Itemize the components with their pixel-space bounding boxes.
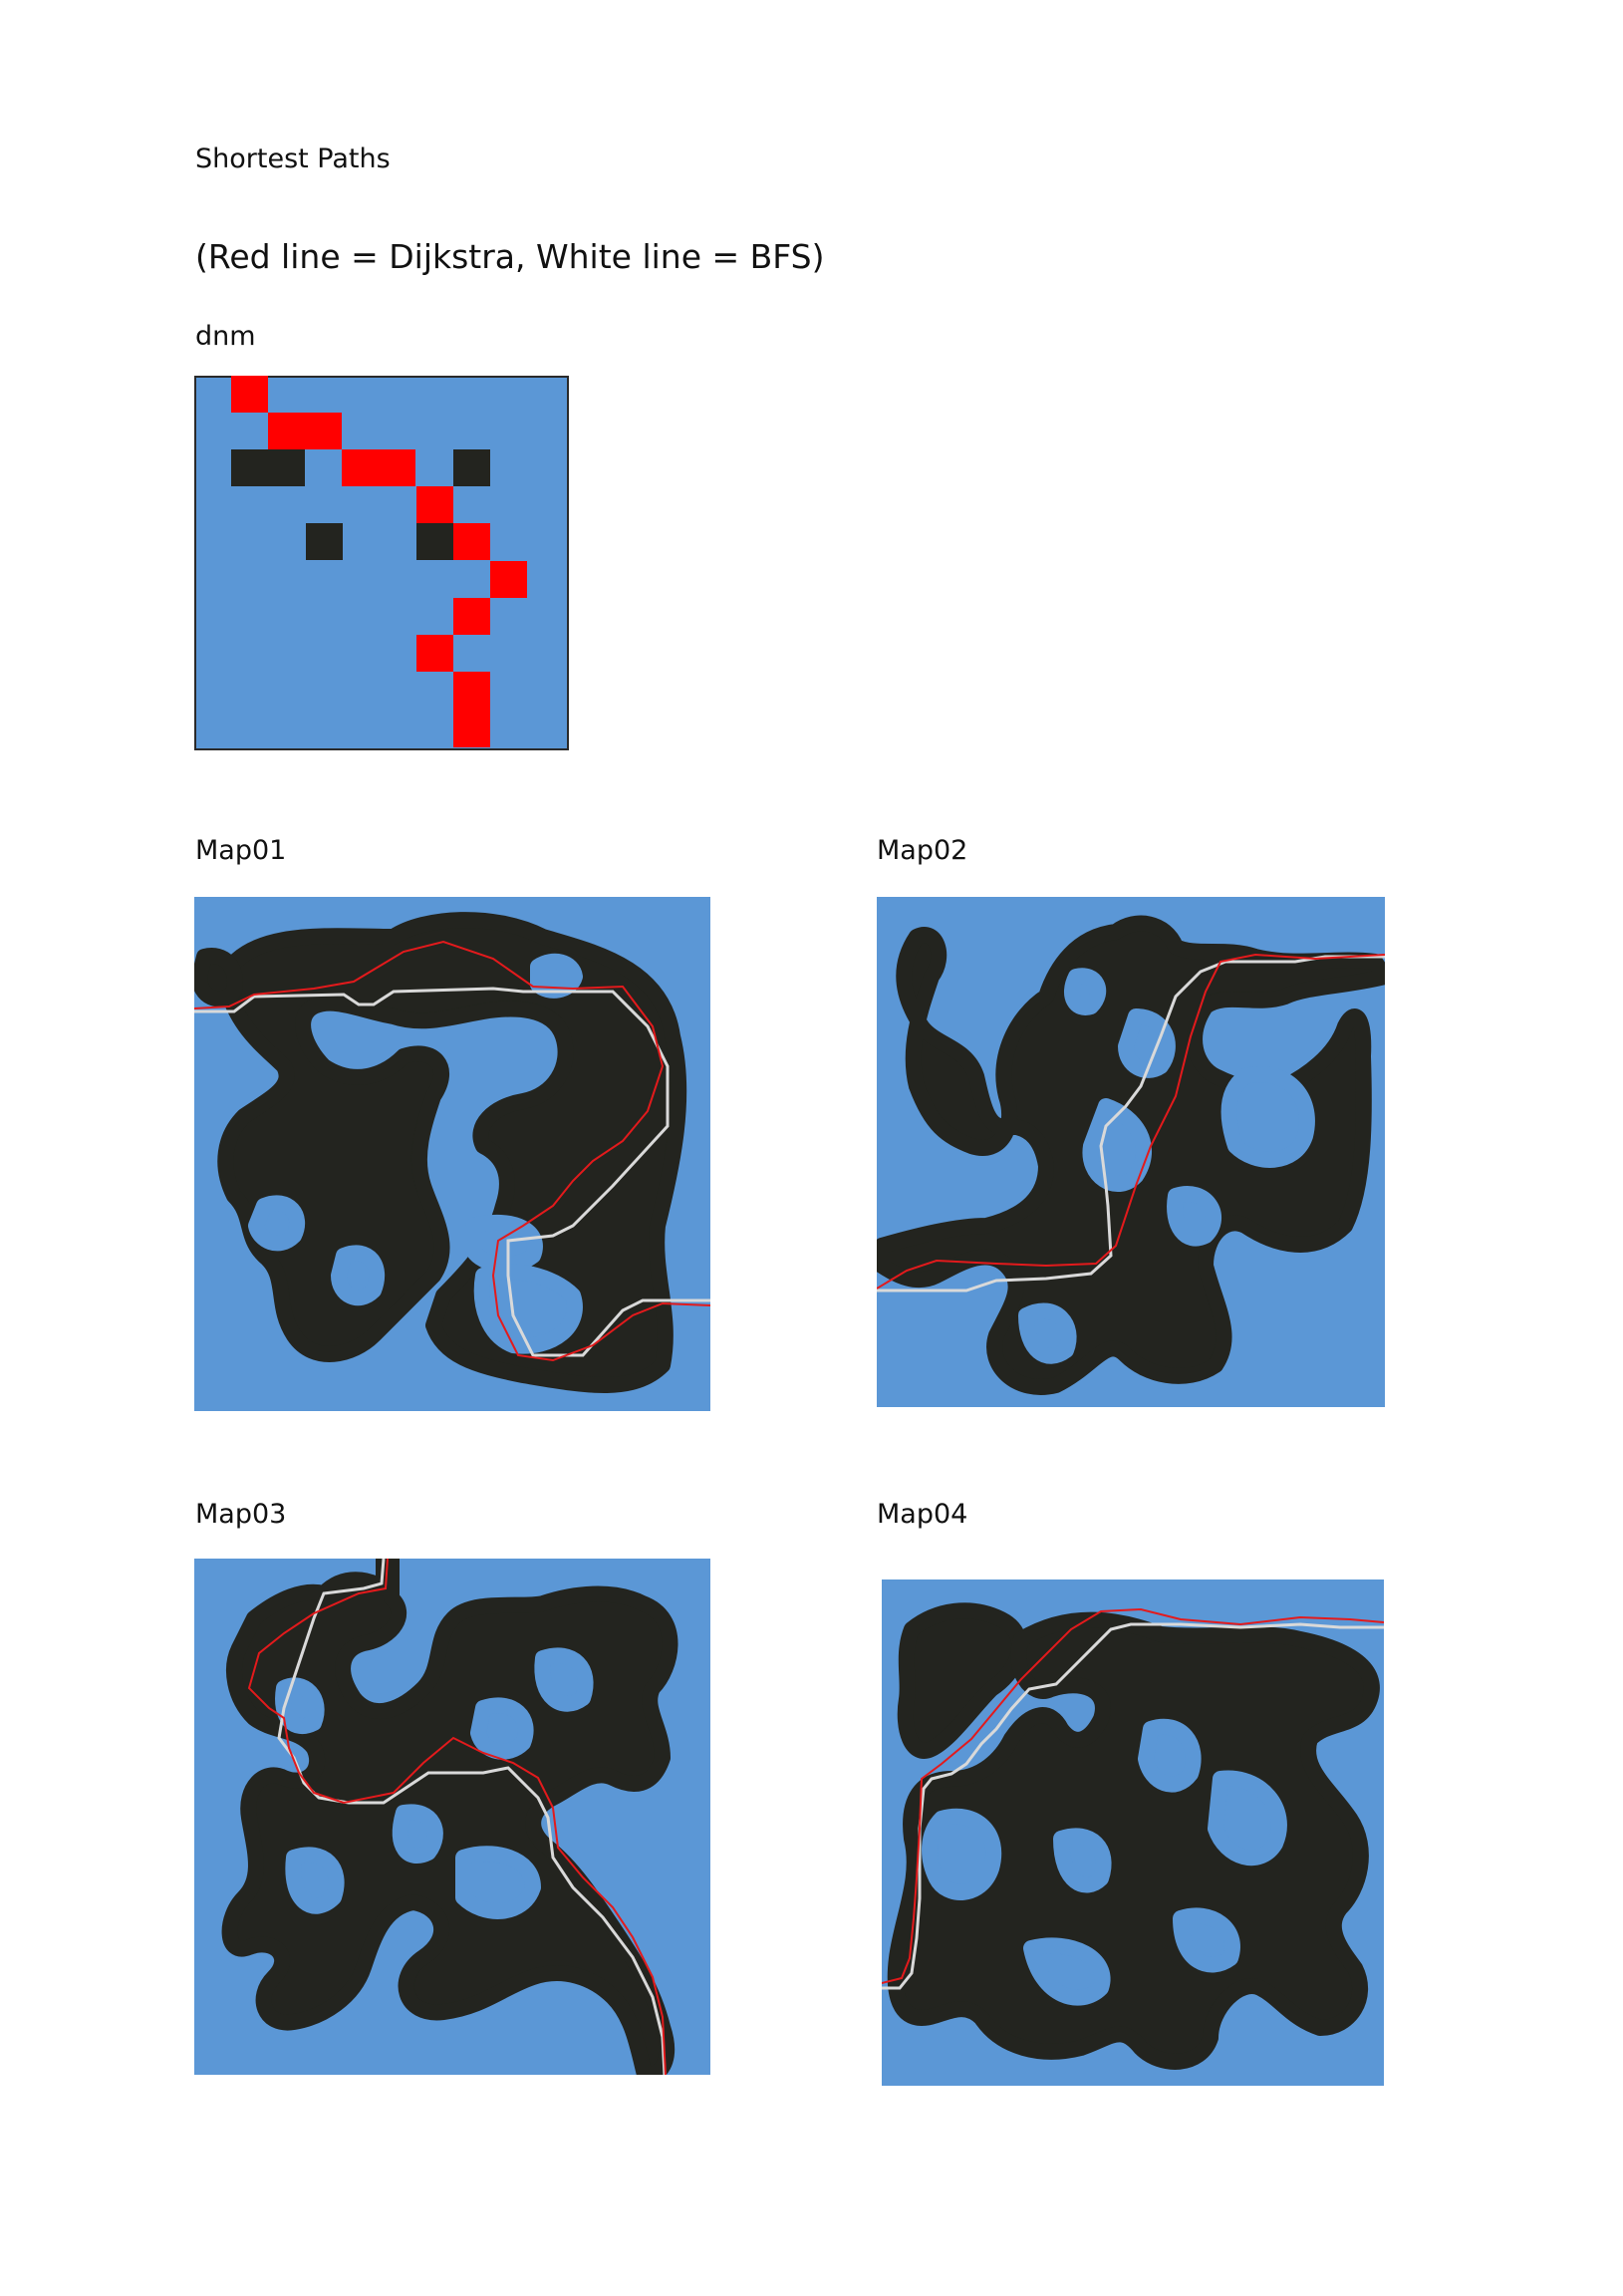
map04-label: Map04 xyxy=(877,1499,968,1530)
dnm-grid-figure xyxy=(194,376,569,750)
map02-obstacles xyxy=(877,915,1385,1395)
path-legend: (Red line = Dijkstra, White line = BFS) xyxy=(195,237,825,276)
map03-figure xyxy=(194,1559,710,2075)
document-title: Shortest Paths xyxy=(195,144,391,174)
map02-label: Map02 xyxy=(877,835,968,866)
dnm-obstacles xyxy=(231,449,490,560)
map04-dijkstra-path xyxy=(882,1607,1384,1984)
map01-bfs-path xyxy=(194,987,710,1357)
dnm-label: dnm xyxy=(195,321,256,352)
map04-bfs-path xyxy=(882,1622,1384,1990)
map01-label: Map01 xyxy=(195,835,287,866)
map03-dijkstra-path xyxy=(247,1559,667,2075)
map03-bfs-path xyxy=(277,1559,667,2075)
map02-dijkstra-path xyxy=(877,953,1385,1290)
map03-label: Map03 xyxy=(195,1499,287,1530)
map01-dijkstra-path xyxy=(194,940,710,1362)
map02-figure xyxy=(877,897,1385,1407)
dnm-path-cells xyxy=(231,376,527,747)
map01-figure xyxy=(194,897,710,1411)
map04-obstacles xyxy=(887,1602,1380,2070)
map03-obstacles xyxy=(221,1559,678,2075)
map04-figure xyxy=(882,1579,1384,2086)
